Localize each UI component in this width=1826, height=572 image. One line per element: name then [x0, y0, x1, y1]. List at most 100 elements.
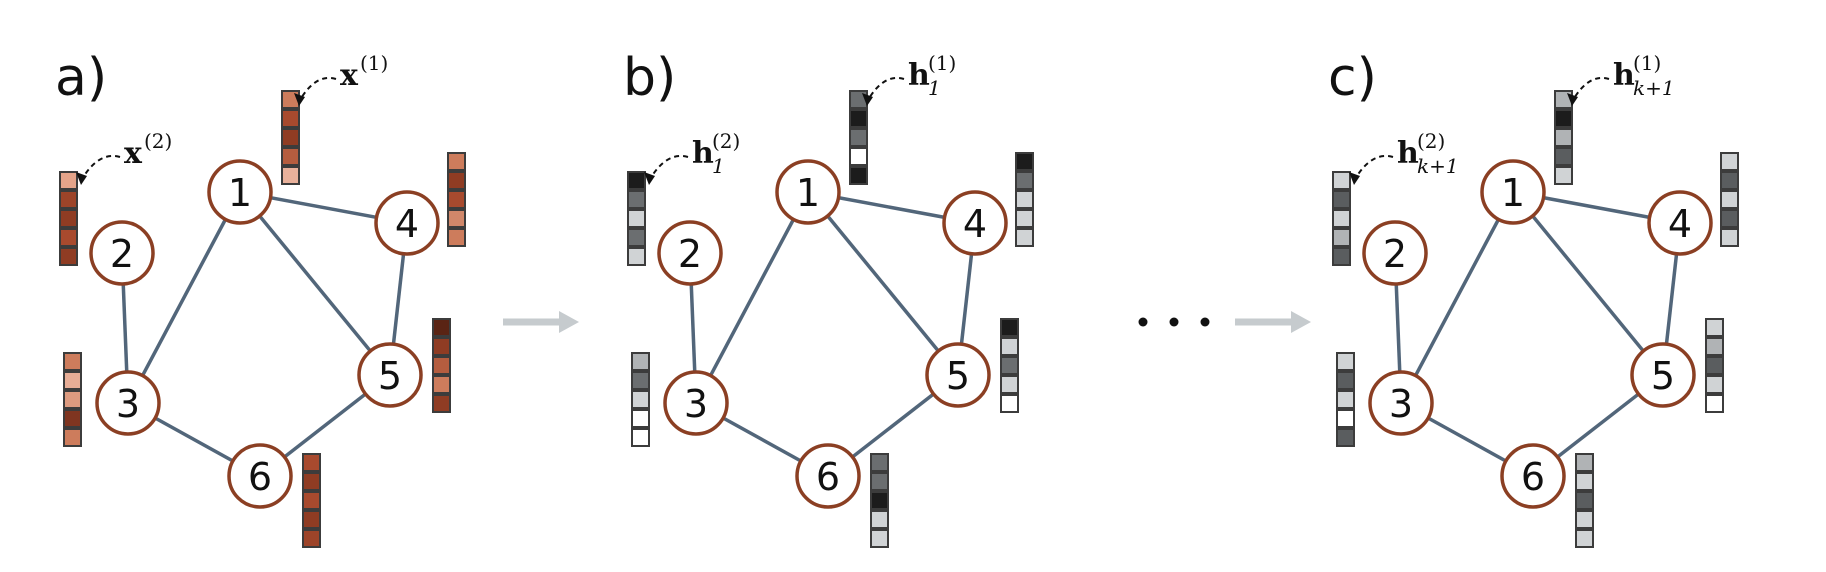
feature-cell	[870, 472, 889, 491]
panel-label: c)	[1328, 48, 1377, 108]
node-label: 6	[248, 455, 272, 499]
node-circle	[942, 190, 1008, 256]
feature-cell	[1000, 337, 1019, 356]
feature-cell	[1336, 428, 1355, 447]
node-circle	[374, 190, 440, 256]
annotation-symbol: h	[692, 136, 714, 171]
node-label: 4	[963, 202, 987, 246]
annotation-superscript: (2)	[1417, 129, 1445, 153]
annotation-arrow	[1354, 155, 1394, 180]
annotation-superscript: (1)	[1633, 51, 1661, 75]
feature-cell	[627, 171, 646, 190]
arrow-head-icon	[862, 93, 873, 106]
node-circle	[925, 342, 991, 408]
feature-cell	[1336, 371, 1355, 390]
feature-vector-node-2	[59, 171, 78, 266]
node-label: 1	[796, 171, 820, 215]
feature-cell	[631, 390, 650, 409]
feature-cell	[1554, 128, 1573, 147]
node-circle	[207, 159, 273, 225]
panels: a)123456x(1)x(2)b)123456h(1)1h(2)1c)1234…	[55, 48, 1739, 548]
feature-cell	[281, 128, 300, 147]
node-label: 3	[1389, 382, 1413, 426]
feature-cell	[1575, 491, 1594, 510]
feature-cell	[63, 371, 82, 390]
node-label: 4	[1668, 202, 1692, 246]
feature-vector-node-5	[1705, 318, 1724, 413]
feature-cell	[59, 228, 78, 247]
feature-vector-node-1	[1554, 90, 1573, 185]
feature-cell	[631, 371, 650, 390]
feature-cell	[302, 453, 321, 472]
node-4: 4	[1647, 190, 1713, 256]
feature-cell	[1720, 152, 1739, 171]
feature-cell	[432, 375, 451, 394]
node-label: 6	[816, 455, 840, 499]
annotation-node-1: x(1)	[294, 51, 388, 106]
feature-cell	[302, 510, 321, 529]
node-1: 1	[1480, 159, 1546, 225]
feature-cell	[59, 190, 78, 209]
flow-arrow-b-to-c	[1235, 311, 1311, 333]
annotation-subscript: k+1	[1417, 154, 1459, 178]
annotation-node-2: h(2)1	[644, 129, 740, 185]
feature-vector-node-4	[1720, 152, 1739, 247]
node-circle	[1647, 190, 1713, 256]
node-circle	[1480, 159, 1546, 225]
feature-cell	[849, 147, 868, 166]
node-circle	[795, 443, 861, 509]
arrow-head-icon	[1349, 172, 1360, 185]
feature-vector-node-3	[631, 352, 650, 447]
feature-cell	[63, 409, 82, 428]
annotation-arrow	[299, 77, 337, 101]
feature-cell	[1336, 352, 1355, 371]
feature-vector-node-2	[627, 171, 646, 266]
node-label: 3	[684, 382, 708, 426]
feature-cell	[281, 109, 300, 128]
node-5: 5	[357, 342, 423, 408]
edges	[1393, 190, 1682, 478]
node-circle	[1630, 342, 1696, 408]
feature-cell	[302, 529, 321, 548]
node-circle	[663, 370, 729, 436]
feature-cell	[631, 352, 650, 371]
annotation-symbol: h	[908, 58, 930, 93]
feature-cell	[1332, 228, 1351, 247]
annotation-arrow	[867, 77, 905, 101]
node-label: 1	[228, 171, 252, 215]
feature-cell	[302, 491, 321, 510]
annotation-arrow	[1572, 77, 1610, 101]
panel-label: b)	[623, 48, 676, 108]
feature-cell	[63, 390, 82, 409]
feature-cell	[1332, 209, 1351, 228]
feature-cell	[432, 394, 451, 413]
node-6: 6	[795, 443, 861, 509]
node-label: 3	[116, 382, 140, 426]
annotation-superscript: (1)	[928, 51, 956, 75]
ellipsis-dots	[1138, 317, 1210, 327]
feature-cell	[1015, 171, 1034, 190]
annotation-symbol: h	[1613, 58, 1635, 93]
annotation-symbol: x	[124, 136, 143, 171]
node-2: 2	[1362, 220, 1428, 286]
node-label: 2	[678, 232, 702, 276]
feature-vector-node-5	[432, 318, 451, 413]
feature-cell	[1000, 318, 1019, 337]
edge-1-5	[1511, 190, 1665, 377]
feature-vector-node-1	[281, 90, 300, 185]
feature-vector-node-4	[1015, 152, 1034, 247]
feature-cell	[1000, 375, 1019, 394]
node-1: 1	[207, 159, 273, 225]
feature-cell	[447, 228, 466, 247]
feature-cell	[870, 510, 889, 529]
feature-cell	[1332, 247, 1351, 266]
annotation-subscript: k+1	[1633, 76, 1675, 100]
node-label: 5	[1651, 354, 1675, 398]
feature-cell	[1015, 209, 1034, 228]
feature-cell	[849, 109, 868, 128]
feature-cell	[1554, 109, 1573, 128]
feature-cell	[1554, 147, 1573, 166]
node-6: 6	[227, 443, 293, 509]
feature-cell	[1720, 190, 1739, 209]
